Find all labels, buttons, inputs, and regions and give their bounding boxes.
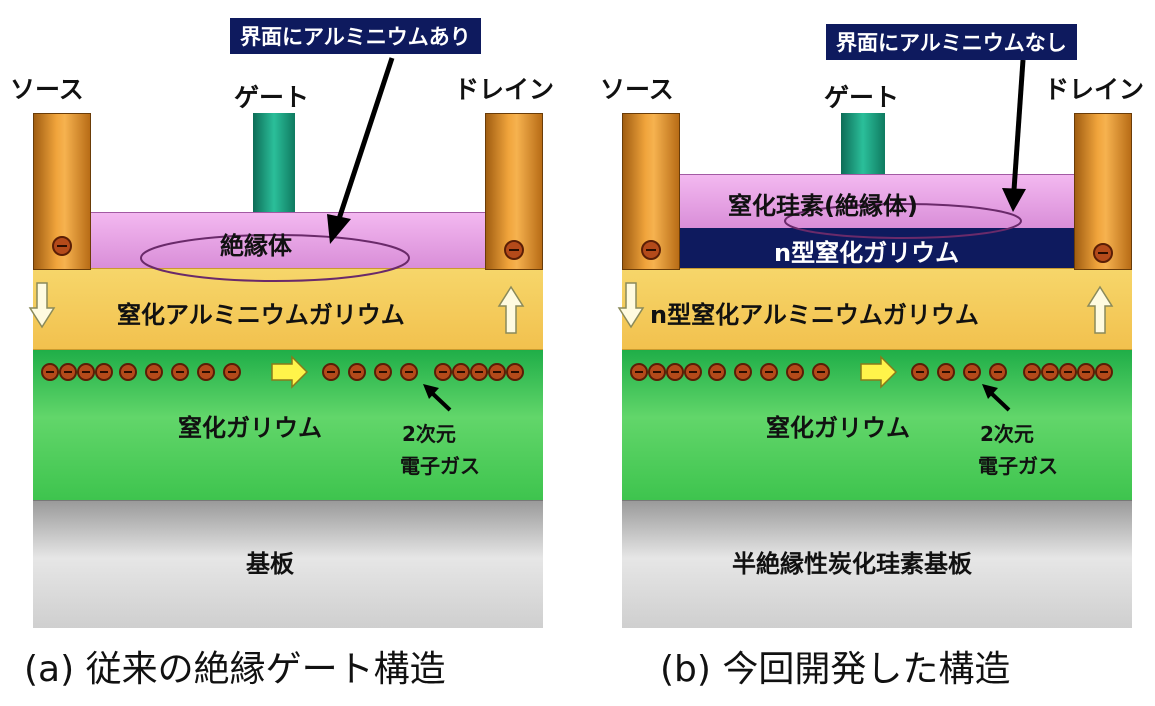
panel-a-overlay	[28, 57, 525, 412]
current-arrow	[271, 355, 309, 389]
insulator-layer	[90, 212, 487, 268]
callout-arrow	[1011, 59, 1026, 191]
polarization-arrow-down	[28, 282, 56, 329]
panel-conventional: 界面にアルミニウムあり ソース ゲート ドレイン 絶縁体 窒化アルミニウムガリウ…	[10, 18, 555, 690]
gate-label: ゲート	[234, 83, 310, 112]
electron	[197, 363, 215, 381]
electron-gas-label-line2: 電子ガス	[400, 454, 480, 478]
electron	[1041, 363, 1059, 381]
electron	[400, 363, 418, 381]
electron	[1095, 363, 1113, 381]
electron	[937, 363, 955, 381]
electron-gas-pointer	[989, 391, 1011, 412]
electron	[708, 363, 726, 381]
electron	[666, 363, 684, 381]
source-label: ソース	[10, 75, 84, 104]
drain-electron	[504, 240, 524, 260]
polarization-arrow-down	[617, 282, 645, 329]
polarization-arrow-up	[497, 285, 525, 334]
drain-label: ドレイン	[1044, 75, 1145, 104]
electron	[223, 363, 241, 381]
source-electron	[641, 240, 661, 260]
channel-label: 窒化ガリウム	[178, 414, 322, 442]
gate-electrode	[253, 113, 295, 212]
substrate-label: 基板	[246, 550, 294, 578]
substrate-label: 半絶縁性炭化珪素基板	[732, 550, 972, 578]
electron	[911, 363, 929, 381]
electron-gas-label-line1: 2次元	[402, 422, 456, 446]
electron	[77, 363, 95, 381]
algan-layer	[33, 268, 543, 350]
panel-b-overlay	[617, 59, 1114, 412]
interface-ellipse	[784, 203, 1022, 239]
source-label: ソース	[600, 75, 674, 104]
electron	[506, 363, 524, 381]
barrier-label: 窒化アルミニウムガリウム	[117, 301, 405, 329]
electron	[434, 363, 452, 381]
electron	[41, 363, 59, 381]
electron	[95, 363, 113, 381]
ntype-gan-label: n型窒化ガリウム	[774, 239, 960, 267]
current-arrow	[860, 355, 898, 389]
caption-a: (a) 従来の絶縁ゲート構造	[24, 649, 446, 690]
callout-arrow	[335, 57, 395, 223]
electron	[145, 363, 163, 381]
electron	[786, 363, 804, 381]
source-electrode	[622, 113, 680, 270]
insulator-label: 窒化珪素(絶縁体)	[728, 192, 918, 220]
electron	[374, 363, 392, 381]
electron	[322, 363, 340, 381]
electron	[1023, 363, 1041, 381]
electron	[1077, 363, 1095, 381]
drain-electron	[1093, 243, 1113, 263]
electron	[59, 363, 77, 381]
electron	[989, 363, 1007, 381]
gate-label: ゲート	[824, 83, 900, 112]
electron	[760, 363, 778, 381]
polarization-arrow-up	[1086, 285, 1114, 334]
electron-gas-label-line1: 2次元	[980, 422, 1034, 446]
electron	[452, 363, 470, 381]
electron	[648, 363, 666, 381]
callout-arrow-head	[327, 214, 351, 244]
barrier-label: n型窒化アルミニウムガリウム	[650, 301, 979, 329]
electron	[488, 363, 506, 381]
callout-label: 界面にアルミニウムなし	[826, 24, 1077, 60]
callout-arrow-head	[1002, 188, 1026, 212]
callout-label: 界面にアルミニウムあり	[230, 18, 481, 54]
electron-gas-pointer	[430, 391, 452, 412]
electron-gas-pointer-head	[423, 384, 439, 399]
drain-label: ドレイン	[454, 75, 555, 104]
electron	[963, 363, 981, 381]
electron	[630, 363, 648, 381]
gate-electrode	[841, 113, 885, 174]
insulator-label: 絶縁体	[220, 232, 292, 260]
caption-b: (b) 今回開発した構造	[660, 649, 1011, 690]
algan-layer	[622, 268, 1132, 350]
electron	[734, 363, 752, 381]
channel-label: 窒化ガリウム	[766, 414, 910, 442]
panel-new-structure: 界面にアルミニウムなし ソース ゲート ドレイン 窒化珪素(絶縁体) n型窒化ガ…	[578, 0, 1155, 706]
source-electron	[52, 236, 72, 256]
electron	[1059, 363, 1077, 381]
electron	[348, 363, 366, 381]
electron	[470, 363, 488, 381]
interface-ellipse	[140, 234, 410, 282]
electron	[119, 363, 137, 381]
electron-gas-label-line2: 電子ガス	[978, 454, 1058, 478]
substrate-layer	[622, 500, 1132, 628]
ntype-gan-layer	[679, 228, 1076, 268]
substrate-layer	[33, 500, 543, 628]
electron	[684, 363, 702, 381]
electron-gas-pointer-head	[982, 384, 998, 399]
electron	[812, 363, 830, 381]
electron	[171, 363, 189, 381]
